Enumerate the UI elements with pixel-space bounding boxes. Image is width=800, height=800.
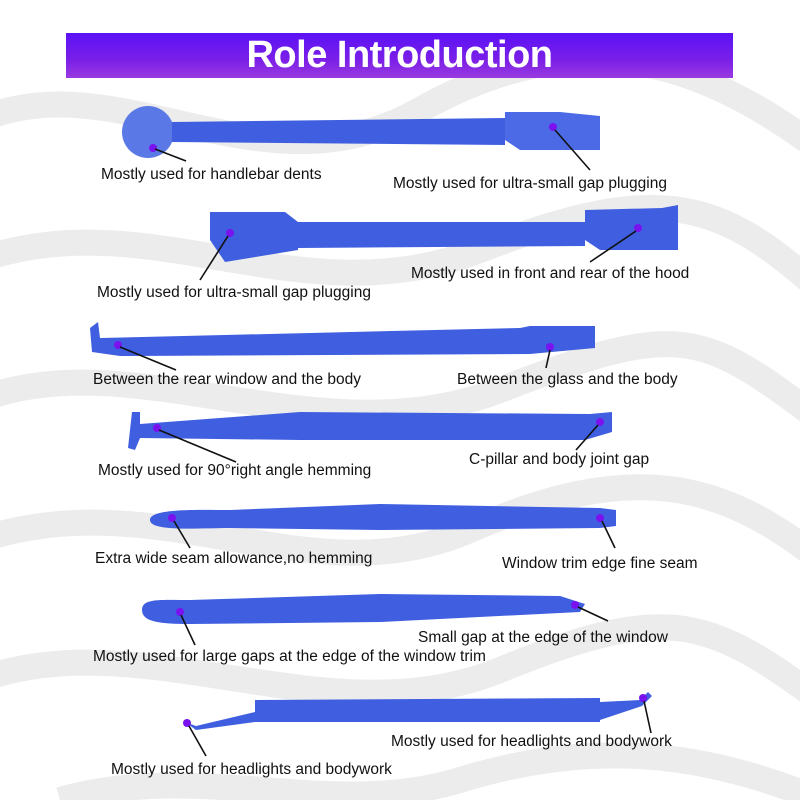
tool-5-right-label: Window trim edge fine seam <box>502 555 698 572</box>
tool-5 <box>150 504 616 530</box>
tool-4 <box>128 412 612 450</box>
tool-3-left-label: Between the rear window and the body <box>93 371 361 388</box>
pointer-dots <box>114 123 647 727</box>
tool-2-left-label: Mostly used for ultra-small gap plugging <box>97 284 371 301</box>
title-banner: Role Introduction <box>66 33 733 78</box>
tool-3 <box>90 322 595 356</box>
tool-3-right-label: Between the glass and the body <box>457 371 678 388</box>
tool-2-right-label: Mostly used in front and rear of the hoo… <box>411 265 690 282</box>
tool-4-left-label: Mostly used for 90°right angle hemming <box>98 462 372 479</box>
tool-7-left-label: Mostly used for headlights and bodywork <box>111 761 392 778</box>
tool-1 <box>122 106 600 158</box>
tool-1-left-label: Mostly used for handlebar dents <box>101 166 322 183</box>
tool-7 <box>185 692 652 730</box>
tool-4-right-label: C-pillar and body joint gap <box>469 451 650 468</box>
tool-5-left-label: Extra wide seam allowance,no hemming <box>95 550 373 567</box>
page-title: Role Introduction <box>246 34 553 76</box>
tool-6-right-label: Small gap at the edge of the window <box>418 629 668 646</box>
tool-2 <box>210 205 678 262</box>
tool-7-right-label: Mostly used for headlights and bodywork <box>391 733 672 750</box>
tool-1-right-label: Mostly used for ultra-small gap plugging <box>393 175 667 192</box>
tool-6 <box>142 594 585 624</box>
pointer-lines <box>119 129 652 757</box>
tool-6-left-label: Mostly used for large gaps at the edge o… <box>93 648 486 665</box>
